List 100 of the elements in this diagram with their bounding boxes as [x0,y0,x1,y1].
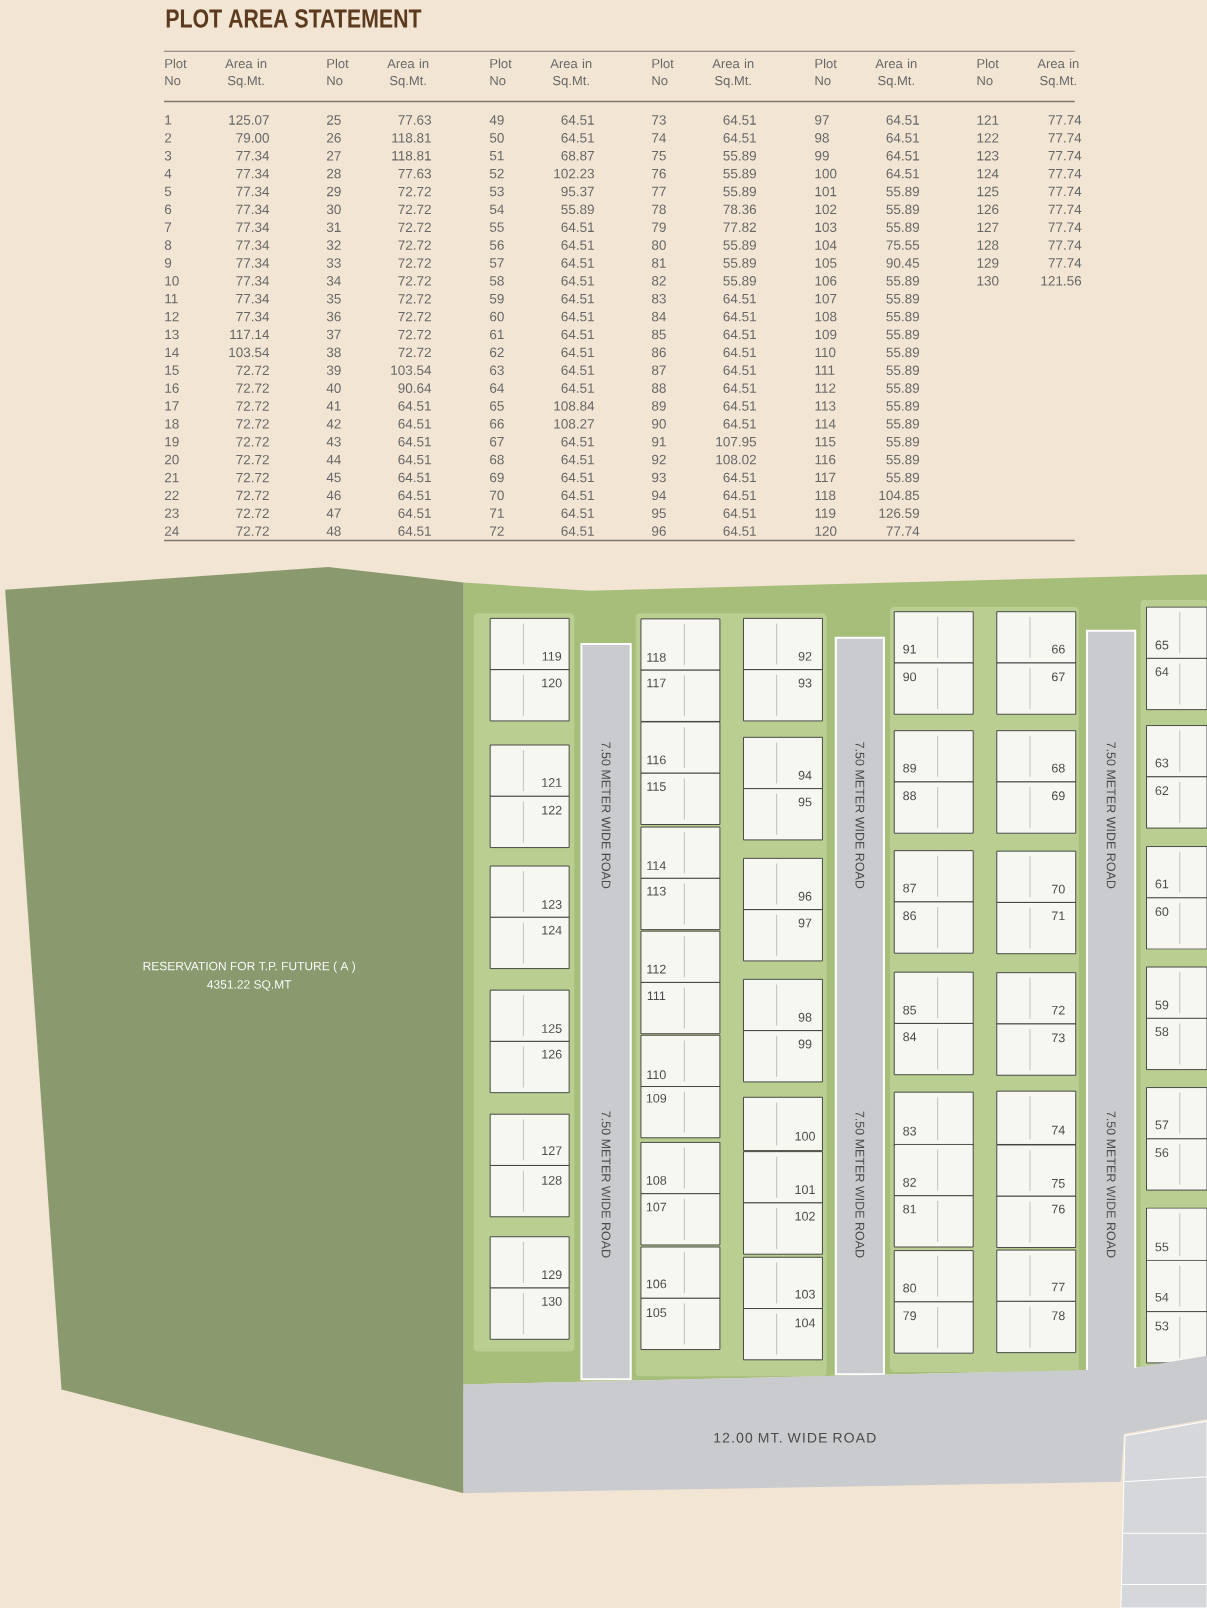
plot-box: 60 [1146,897,1207,950]
plot-box: 76 [996,1195,1077,1248]
table-cell: 64.51 [723,329,756,340]
plot-box: 103 [743,1256,823,1309]
table-cell: 103.54 [229,347,270,358]
table-cell: 130 [977,276,999,286]
table-cell: 64.51 [561,436,594,447]
table-cell: 70 [490,490,504,501]
plot-box: 90 [893,662,974,715]
table-cell: 109 [815,329,837,340]
table-cell: 68.87 [561,150,594,161]
table-cell: 72.72 [398,222,431,232]
table-cell: 72.72 [398,276,431,286]
table-cell: 67 [490,436,504,447]
plot-box: 57 [1146,1087,1207,1140]
table-cell: 50 [489,133,504,143]
plot-box: 63 [1146,725,1207,778]
table-cell: 64.51 [561,311,594,322]
table-cell: 55.89 [723,168,756,179]
table-cell: 48 [326,526,341,536]
node-label: 54 [1155,1292,1169,1302]
table-cell: 108.02 [716,454,756,465]
table-cell: 34 [326,276,341,286]
table-cell: 36 [326,311,341,322]
node-label: 63 [1155,758,1169,768]
table-cell: 72.72 [398,329,431,340]
table-cell: 29 [327,186,341,197]
column-header: Plot No [652,58,674,86]
table-cell: 77.74 [1048,133,1082,143]
table-cell: 55.89 [886,347,920,358]
plot-box: 124 [489,916,570,970]
table-cell: 14 [165,347,179,357]
plot-box: 75 [996,1144,1077,1197]
table-cell: 21 [164,472,179,483]
table-cell: 77.63 [398,168,431,179]
table-cell: 62 [490,347,504,358]
table-cell: 55.89 [886,329,920,340]
table-cell: 77.34 [236,150,270,161]
table-cell: 128 [977,240,999,250]
plot-box: 106 [640,1246,721,1299]
plot-box: 82 [893,1144,974,1197]
table-cell: 77.74 [1048,168,1082,179]
plot-box: 78 [996,1300,1077,1354]
table-cell: 64.51 [723,508,756,518]
table-cell: 9 [164,258,172,268]
table-cell: 64.51 [723,383,756,393]
table-cell: 64.51 [398,526,431,536]
table-cell: 45 [326,472,341,483]
plot-box: 93 [743,669,823,722]
table-cell: 72.72 [236,454,269,465]
plot-box: 70 [996,850,1077,903]
table-cell: 92 [652,454,666,465]
table-cell: 55.89 [886,436,920,447]
table-cell: 7 [164,222,172,232]
table-cell: 28 [327,168,341,179]
plot-box: 77 [996,1249,1077,1302]
plot-box: 118 [640,618,721,671]
table-cell: 129 [977,258,999,268]
table-cell: 86 [652,347,666,358]
plot-box: 92 [743,617,823,671]
table-cell: 72.72 [398,186,431,197]
table-cell: 118.81 [392,150,431,161]
plot-box: 129 [489,1236,570,1289]
table-cell: 121.56 [1041,276,1082,286]
column-header: Area in Sq.Mt. [225,58,267,88]
table-cell: 55.89 [723,240,756,250]
table-cell: 55.89 [886,383,920,393]
table-cell: 72.72 [398,240,431,250]
table-cell: 64.51 [561,240,594,250]
table-cell: 57 [489,258,504,268]
plot-box: 114 [640,826,721,879]
table-cell: 115 [815,437,836,447]
table-cell: 64.51 [561,508,594,518]
table-cell: 77.74 [886,526,920,536]
road: 7.50 METER WIDE ROAD 7.50 METER WIDE ROAD [834,636,885,1376]
table-cell: 64.51 [561,222,594,232]
table-cell: 122 [977,133,999,143]
table-cell: 103 [815,222,837,232]
table-cell: 64.51 [561,472,594,483]
table-cell: 72.72 [398,347,431,358]
column-header: Plot No [327,58,349,86]
table-cell: 59 [489,293,504,304]
table-cell: 18 [165,419,179,429]
table-cell: 111 [815,365,835,375]
plot-box: 67 [996,662,1077,715]
table-cell: 42 [326,419,341,429]
node-label: 57 [1155,1120,1169,1130]
table-cell: 101 [815,186,837,197]
table-cell: 64.51 [723,365,756,375]
table-cell: 43 [326,436,341,447]
table-cell: 72.72 [236,419,269,429]
table-cell: 63 [490,365,504,375]
road: 12.00 MT. WIDE ROAD [463,1355,1207,1494]
plot-box: 69 [996,781,1077,834]
table-cell: 8 [164,240,172,250]
table-cell: 76 [652,168,666,179]
table-cell: 123 [977,150,999,161]
table-cell: 10 [165,276,179,286]
plot-box: 80 [893,1250,974,1303]
plot-box: 117 [640,669,721,722]
